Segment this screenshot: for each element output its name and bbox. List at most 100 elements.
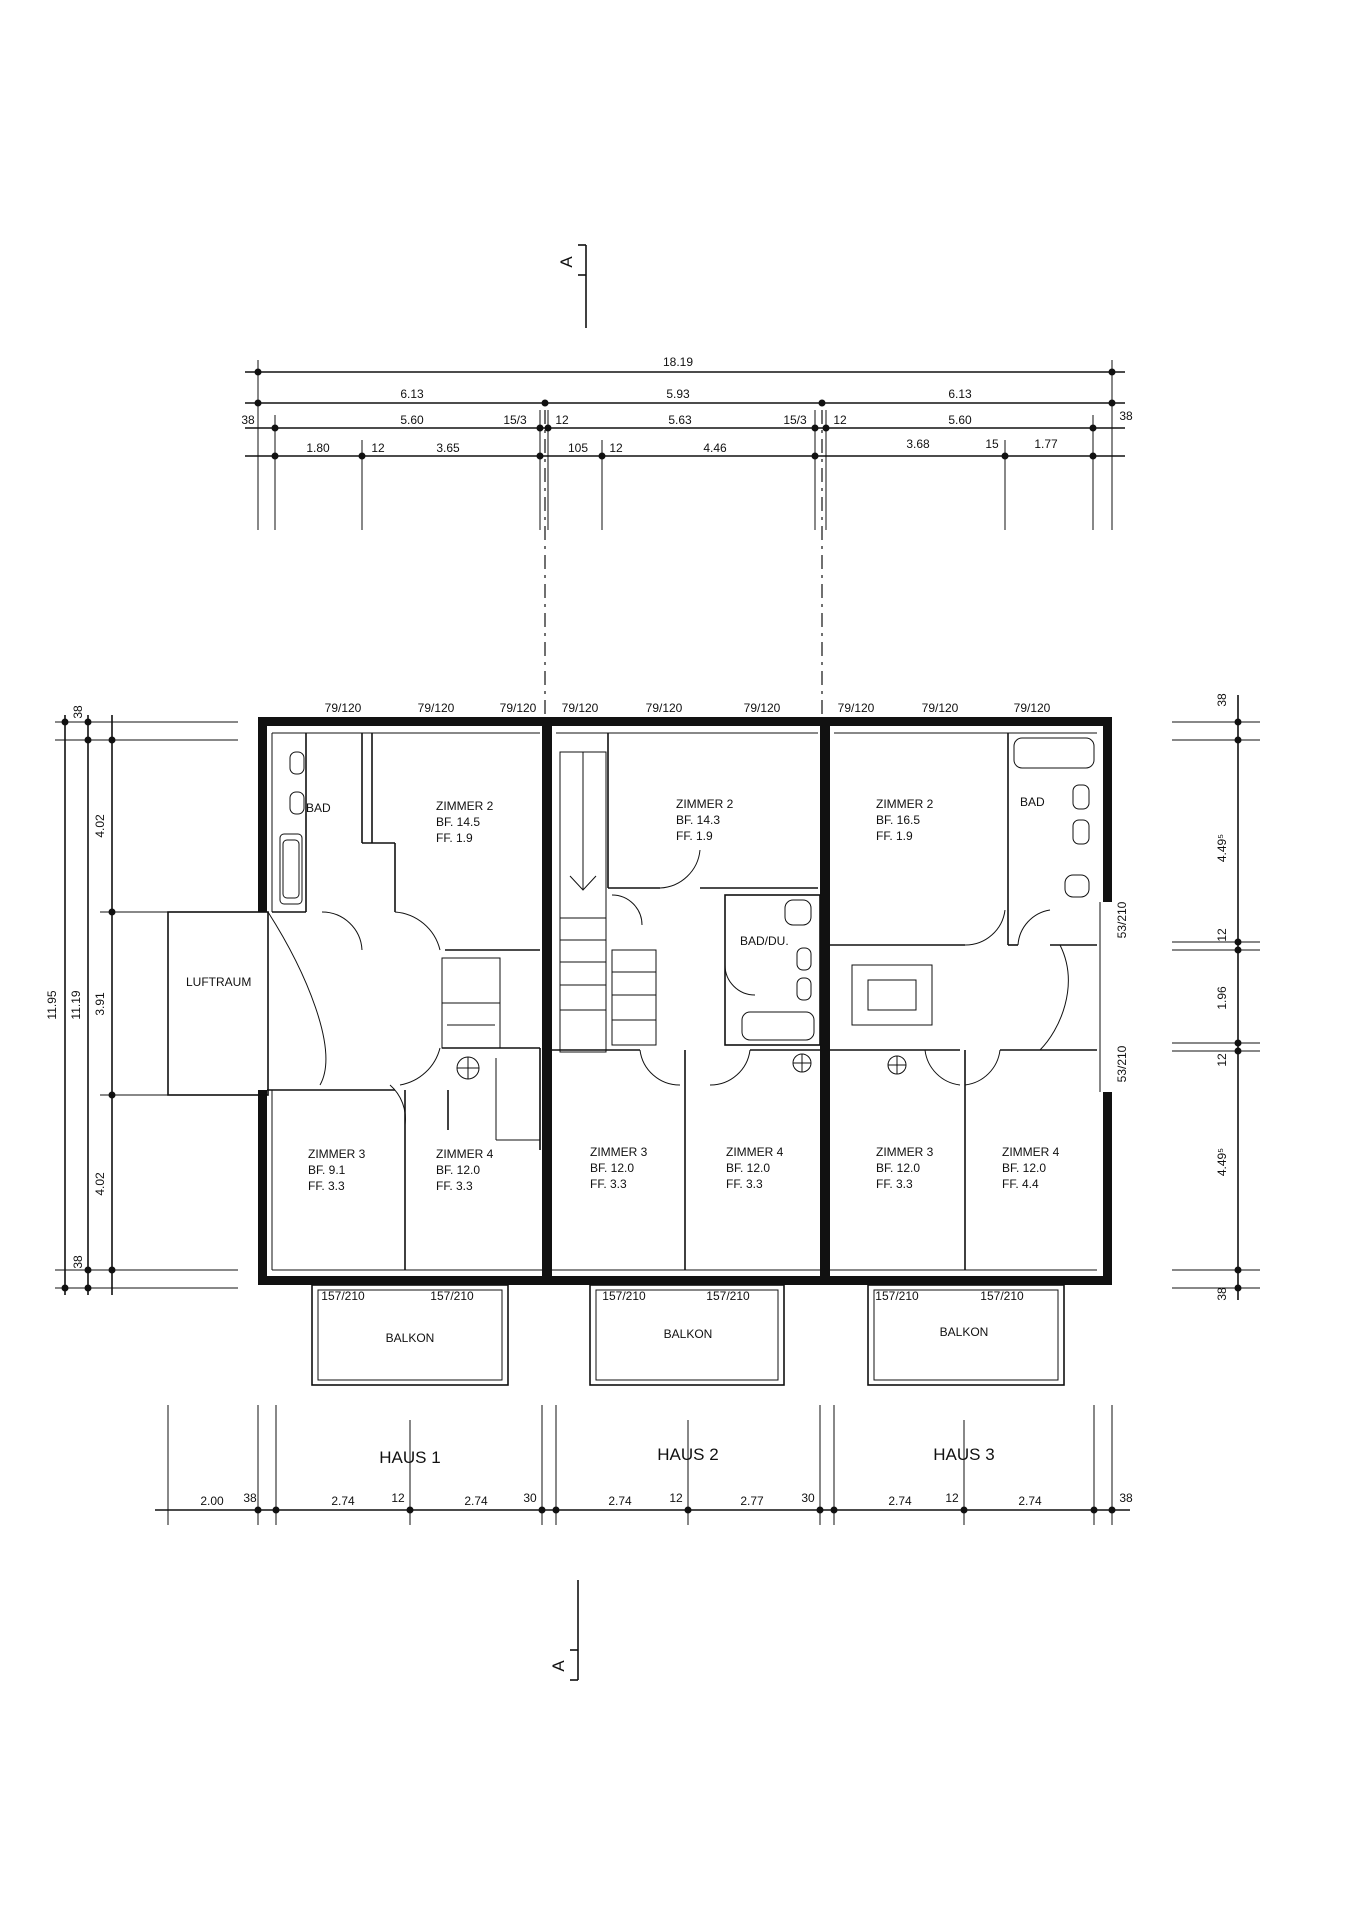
room-name: ZIMMER 3 [308,1147,366,1161]
dim-right-3: 12 [1215,928,1229,942]
window-label: 79/120 [325,701,362,715]
dim-row3-2: 5.60 [400,413,424,427]
dim-row4-5: 12 [609,441,623,455]
window-label: 157/210 [706,1289,750,1303]
room-bf: BF. 12.0 [726,1161,770,1175]
room-labels: ZIMMER 2 BF. 14.5 FF. 1.9 BAD LUFTRAUM Z… [186,795,1060,1193]
bottom-dimension-chain: 2.00 38 2.74 12 2.74 30 2.74 12 2.77 30 … [155,1405,1133,1525]
haus-3-interior [830,733,1097,1270]
dim-right-1: 38 [1215,693,1229,707]
dim-bottom-13: 2.74 [1018,1494,1042,1508]
window-label: 79/120 [744,701,781,715]
dim-bottom-5: 2.74 [464,1494,488,1508]
room-ff: FF. 3.3 [590,1177,627,1191]
dim-row4-3: 3.65 [436,441,460,455]
dim-left-seg-2: 3.91 [93,992,107,1016]
window-label: 79/120 [562,701,599,715]
window-label: 157/210 [980,1289,1024,1303]
room-name: ZIMMER 2 [876,797,934,811]
window-label: 157/210 [321,1289,365,1303]
dim-bottom-12: 12 [945,1491,959,1505]
dim-row3-1: 38 [241,413,255,427]
haus-2-interior [552,733,821,1270]
dim-left-seg-1: 4.02 [93,814,107,838]
room-name: ZIMMER 2 [676,797,734,811]
dim-right-2: 4.49⁵ [1215,834,1229,862]
room-bf: BF. 12.0 [876,1161,920,1175]
window-labels-bottom: 157/210 157/210 157/210 157/210 157/210 … [321,1289,1024,1303]
window-label: 157/210 [875,1289,919,1303]
haus-1-interior [167,733,541,1270]
room-ff: FF. 3.3 [726,1177,763,1191]
window-label: 79/120 [646,701,683,715]
dim-bottom-7: 2.74 [608,1494,632,1508]
window-labels-top: 79/120 79/120 79/120 79/120 79/120 79/12… [325,701,1051,715]
dim-right-5: 12 [1215,1053,1229,1067]
dim-row3-3: 15/3 [503,413,527,427]
dim-left-inner: 11.19 [69,990,83,1019]
section-marker-bottom: A [549,1580,579,1681]
dim-bottom-4: 12 [391,1491,405,1505]
top-dimension-chains: 18.19 6.13 5.93 6.13 38 5.60 15/3 12 5.6… [241,355,1133,530]
room-name: ZIMMER 4 [1002,1145,1060,1159]
room-bf: BF. 9.1 [308,1163,346,1177]
dim-bottom-3: 2.74 [331,1494,355,1508]
dim-bottom-2: 38 [243,1491,257,1505]
left-dimension-chain: 11.95 11.19 4.02 3.91 4.02 38 38 [45,705,268,1295]
dim-overall-width: 18.19 [663,355,693,369]
dim-row3-9: 38 [1119,409,1133,423]
section-marker-top: A [557,244,587,328]
dim-right-4: 1.96 [1215,986,1229,1010]
house-labels: HAUS 1 HAUS 2 HAUS 3 [379,1445,994,1467]
dim-row3-4: 12 [555,413,569,427]
dim-right-6: 4.49⁵ [1215,1148,1229,1176]
dim-bottom-1: 2.00 [200,1494,224,1508]
room-name: BAD/DU. [740,934,789,948]
dim-row4-6: 4.46 [703,441,727,455]
dim-left-seg-3: 4.02 [93,1172,107,1196]
room-ff: FF. 3.3 [436,1179,473,1193]
window-label: 157/210 [430,1289,474,1303]
window-label: 79/120 [838,701,875,715]
dim-row2-1: 6.13 [400,387,424,401]
dim-row2-2: 5.93 [666,387,690,401]
room-bf: BF. 16.5 [876,813,920,827]
room-name: ZIMMER 3 [876,1145,934,1159]
dim-row3-7: 12 [833,413,847,427]
dim-bottom-10: 30 [801,1491,815,1505]
dim-left-overall: 11.95 [45,990,59,1019]
room-name: BAD [306,801,331,815]
dim-row4-8: 15 [985,437,999,451]
dim-row4-2: 12 [371,441,385,455]
room-ff: FF. 3.3 [876,1177,913,1191]
room-name: LUFTRAUM [186,975,251,989]
dim-bottom-11: 2.74 [888,1494,912,1508]
room-name: ZIMMER 4 [436,1147,494,1161]
room-ff: FF. 4.4 [1002,1177,1039,1191]
room-name: BAD [1020,795,1045,809]
dim-bottom-6: 30 [523,1491,537,1505]
balcony-label: BALKON [940,1325,989,1339]
window-label: 79/120 [1014,701,1051,715]
room-ff: FF. 1.9 [676,829,713,843]
room-name: ZIMMER 4 [726,1145,784,1159]
room-bf: BF. 14.3 [676,813,720,827]
right-dimension-chain: 38 4.49⁵ 12 1.96 12 4.49⁵ 38 [1172,693,1260,1301]
side-window-label-2: 53/210 [1115,1045,1129,1082]
balcony-label: BALKON [664,1327,713,1341]
room-ff: FF. 1.9 [876,829,913,843]
dim-row3-5: 5.63 [668,413,692,427]
dim-left-wall-bottom: 38 [71,1255,85,1269]
room-name: ZIMMER 3 [590,1145,648,1159]
dim-bottom-14: 38 [1119,1491,1133,1505]
dim-right-7: 38 [1215,1287,1229,1301]
room-name: ZIMMER 2 [436,799,494,813]
dim-row2-3: 6.13 [948,387,972,401]
dim-row4-9: 1.77 [1034,437,1058,451]
window-label: 157/210 [602,1289,646,1303]
dim-row3-6: 15/3 [783,413,807,427]
window-label: 79/120 [418,701,455,715]
dim-row4-1: 1.80 [306,441,330,455]
section-label-bottom: A [549,1660,568,1672]
